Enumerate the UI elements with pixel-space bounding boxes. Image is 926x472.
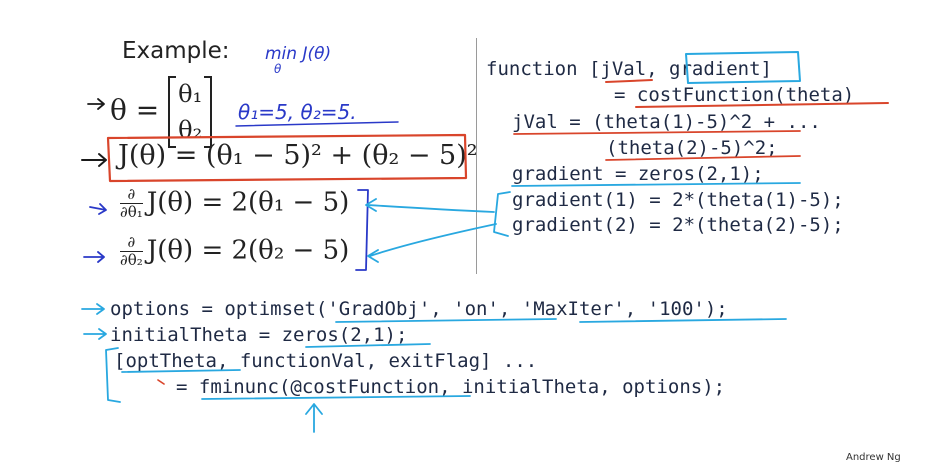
theta-1: θ₁ (178, 80, 203, 108)
annotation-theta-values: θ₁=5, θ₂=5. (238, 100, 357, 124)
theta-vector: θ₁ θ₂ (168, 76, 213, 148)
derivative-2-rhs: J(θ) = 2(θ₂ − 5) (146, 235, 350, 266)
code-right-line-5: gradient = zeros(2,1); (512, 163, 764, 185)
jval-underline (605, 79, 653, 83)
cost-function-eq: J(θ) = (θ₁ − 5)² + (θ₂ − 5)² (118, 140, 478, 171)
derivative-1-rhs: J(θ) = 2(θ₁ − 5) (146, 187, 350, 218)
code-right-line-7: gradient(2) = 2*(theta(2)-5); (512, 214, 844, 236)
annotation-min-sub: θ (274, 62, 282, 76)
derivative-2-frac: ∂ ∂θ₂ (120, 234, 143, 269)
example-heading: Example: (122, 38, 230, 64)
arrow-mark-deriv1 (89, 203, 107, 215)
code-bottom-line-4: = fminunc(@costFunction, initialTheta, o… (176, 376, 726, 398)
code-right-line-4: (theta(2)-5)^2; (606, 137, 778, 159)
code-right-line-2: = costFunction(theta) (614, 84, 855, 106)
annotation-min-j: min J(θ) (265, 44, 331, 64)
derivative-2-num: ∂ (120, 234, 143, 252)
code-right-line-1: function [jVal, gradient] (486, 58, 772, 80)
derivative-2-den: ∂θ₂ (120, 251, 143, 269)
initialtheta-arrow (83, 328, 107, 340)
derivative-bracket (355, 189, 369, 271)
arrow-mark-theta (87, 98, 105, 110)
code-right-line-3: jVal = (theta(1)-5)^2 + ... (512, 111, 821, 133)
connector-deriv1 (365, 198, 495, 213)
tick-mark (157, 379, 165, 385)
code-bottom-line-3: [optTheta, functionVal, exitFlag] ... (114, 350, 538, 372)
theta-vector-eq: θ = θ₁ θ₂ (110, 76, 213, 148)
theta-lhs: θ = (110, 93, 160, 127)
derivative-1-den: ∂θ₁ (120, 203, 143, 221)
derivative-1-eq: ∂ ∂θ₁ J(θ) = 2(θ₁ − 5) (120, 186, 349, 221)
column-divider (476, 38, 477, 274)
derivative-2-eq: ∂ ∂θ₂ J(θ) = 2(θ₂ − 5) (120, 234, 349, 269)
code-right-line-6: gradient(1) = 2*(theta(1)-5); (512, 189, 844, 211)
code-bottom-line-2: initialTheta = zeros(2,1); (110, 324, 408, 346)
annotation-min-j-text: min J(θ) (265, 44, 332, 64)
code-bottom-line-1: options = optimset('GradObj', 'on', 'Max… (110, 298, 728, 320)
gradient-bracket (493, 191, 511, 237)
derivative-1-num: ∂ (120, 186, 143, 204)
derivative-1-frac: ∂ ∂θ₁ (120, 186, 143, 221)
costfunction-pointer-arrow (305, 403, 323, 433)
arrow-mark-cost (81, 153, 107, 167)
options-arrow (81, 303, 105, 315)
arrow-mark-deriv2 (83, 251, 105, 263)
author-credit: Andrew Ng (846, 452, 901, 463)
